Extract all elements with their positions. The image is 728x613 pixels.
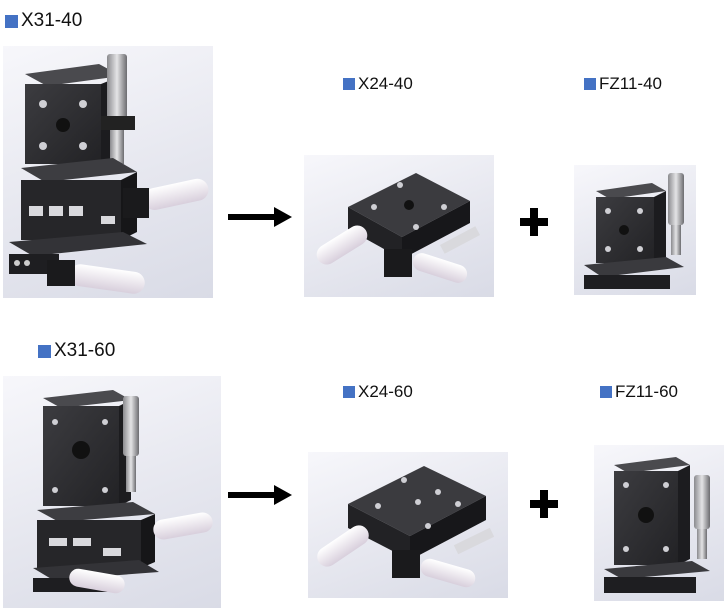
z-stage-label-2: FZ11-60 bbox=[600, 382, 678, 402]
xy-stage-label-1: X24-40 bbox=[343, 74, 413, 94]
square-bullet-icon bbox=[343, 78, 355, 90]
square-bullet-icon bbox=[600, 386, 612, 398]
square-bullet-icon bbox=[38, 344, 51, 358]
z-stage-image-1 bbox=[574, 165, 696, 295]
assembly-label-2: X31-60 bbox=[38, 340, 115, 362]
square-bullet-icon bbox=[584, 78, 596, 90]
xy-stage-image-1 bbox=[304, 155, 494, 297]
square-bullet-icon bbox=[343, 386, 355, 398]
assembly-image-1 bbox=[3, 46, 213, 298]
right-arrow-icon bbox=[228, 207, 292, 227]
xy-stage-label-2: X24-60 bbox=[343, 382, 413, 402]
assembly-image-2 bbox=[3, 376, 221, 608]
assembly-label-1: X31-40 bbox=[5, 10, 82, 32]
xy-stage-image-2 bbox=[308, 452, 508, 598]
z-stage-label-1: FZ11-40 bbox=[584, 74, 662, 94]
z-stage-image-2 bbox=[594, 445, 724, 601]
plus-icon bbox=[520, 208, 548, 236]
square-bullet-icon bbox=[5, 14, 18, 28]
right-arrow-icon bbox=[228, 485, 292, 505]
plus-icon bbox=[530, 490, 558, 518]
